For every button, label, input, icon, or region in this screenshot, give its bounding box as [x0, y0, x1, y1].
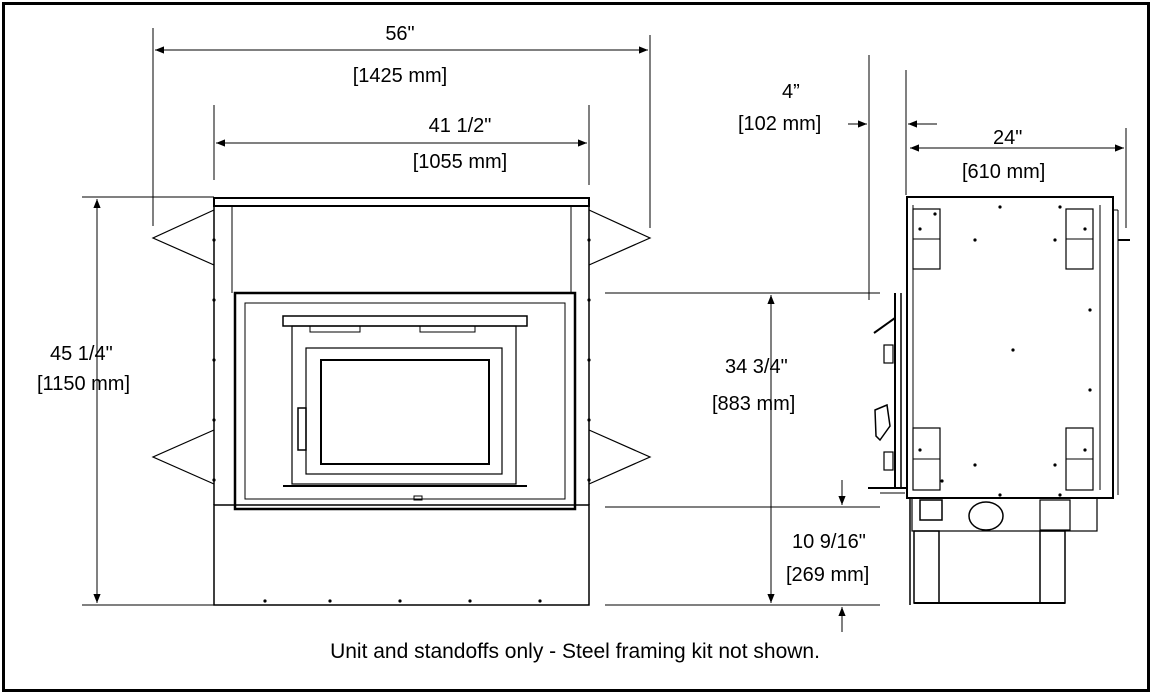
base-height-metric: [269 mm] — [786, 564, 870, 586]
depth-imperial: 24" — [993, 127, 1023, 149]
opening-height-imperial: 34 3/4" — [725, 356, 788, 378]
overall-width-imperial: 56" — [385, 23, 415, 45]
base-height-imperial: 10 9/16" — [792, 531, 866, 553]
drawing-caption: Unit and standoffs only - Steel framing … — [330, 640, 820, 663]
unit-width-imperial: 41 1/2" — [428, 115, 492, 137]
overall-height-metric: [1150 mm] — [37, 373, 130, 395]
side-view — [605, 55, 1130, 632]
front-rivets — [212, 238, 591, 603]
standoff-imperial: 4” — [782, 81, 800, 103]
front-view — [82, 28, 652, 606]
overall-height-imperial: 45 1/4" — [50, 343, 113, 365]
depth-metric: [610 mm] — [962, 161, 1046, 183]
opening-height-metric: [883 mm] — [712, 393, 796, 415]
overall-width-metric: [1425 mm] — [352, 65, 448, 87]
side-rivets — [918, 205, 1092, 497]
standoff-metric: [102 mm] — [738, 113, 822, 135]
unit-width-metric: [1055 mm] — [412, 151, 508, 173]
